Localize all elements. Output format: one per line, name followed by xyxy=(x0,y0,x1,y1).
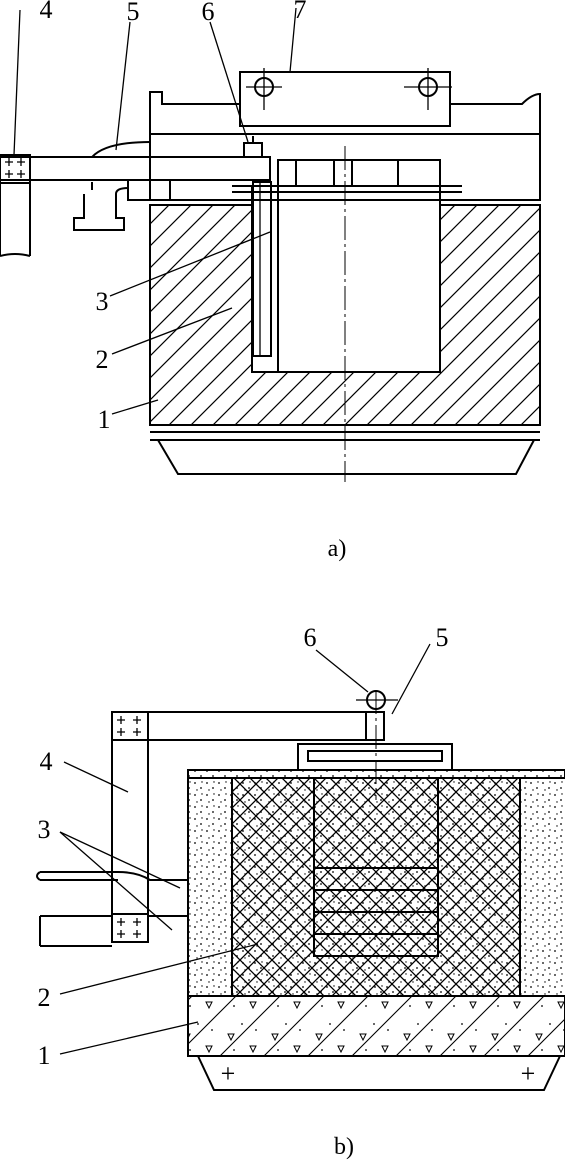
figure-b: + + 6 5 4 3 2 xyxy=(36,623,565,1160)
label-6-a: 6 xyxy=(202,0,215,26)
label-5-a: 5 xyxy=(127,0,140,26)
label-4-b: 4 xyxy=(40,747,53,776)
label-7-a: 7 xyxy=(294,0,307,24)
figure-a: 4 5 6 7 3 2 1 a) xyxy=(0,0,541,562)
svg-text:+: + xyxy=(221,1059,236,1088)
label-2-a: 2 xyxy=(96,345,109,374)
label-4-a: 4 xyxy=(40,0,53,24)
label-1-a: 1 xyxy=(98,405,111,434)
label-6-b: 6 xyxy=(304,623,317,652)
label-1-b: 1 xyxy=(38,1041,51,1070)
label-5-b: 5 xyxy=(436,623,449,652)
svg-text:+: + xyxy=(521,1059,536,1088)
label-3-a: 3 xyxy=(96,287,109,316)
caption-b: b) xyxy=(334,1134,354,1160)
label-3-b: 3 xyxy=(38,815,51,844)
label-2-b: 2 xyxy=(38,983,51,1012)
caption-a: a) xyxy=(328,536,347,562)
